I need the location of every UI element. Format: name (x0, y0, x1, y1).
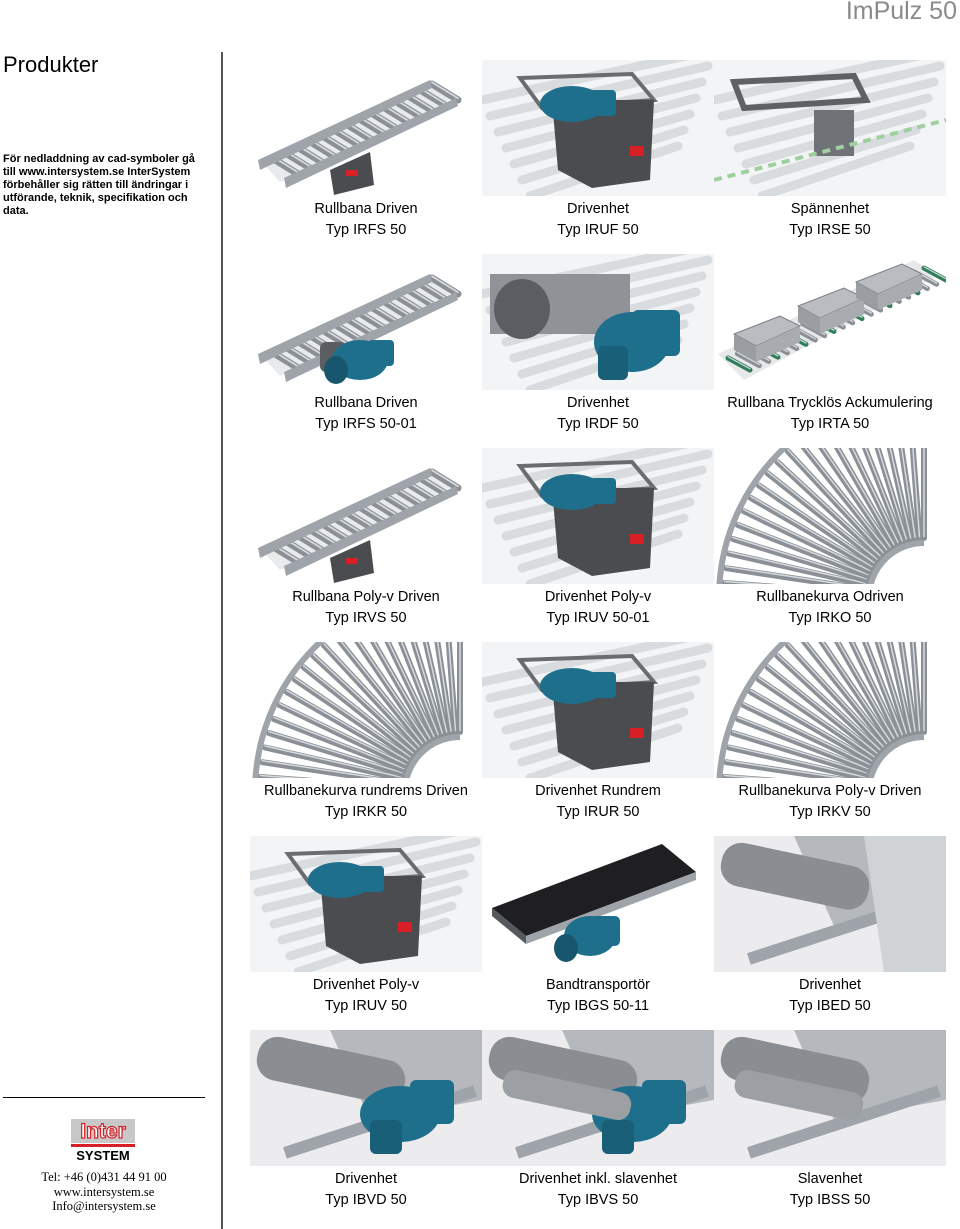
footer-divider (3, 1097, 205, 1098)
product-type: Typ IRUV 50 (324, 998, 408, 1014)
product-type: Typ IRUF 50 (557, 222, 639, 238)
product-name: Rullbana Driven (314, 395, 418, 411)
contact-website[interactable]: www.intersystem.se (53, 1184, 155, 1199)
product-illustration (714, 60, 946, 196)
product-type: Typ IRUV 50-01 (546, 610, 650, 626)
product-illustration (482, 254, 714, 390)
intersystem-logo: Inter SYSTEM (71, 1119, 135, 1163)
product-type: Typ IRSE 50 (789, 222, 871, 238)
product-type: Typ IRFS 50 (325, 222, 407, 238)
product-name: Rullbanekurva rundrems Driven (264, 783, 468, 799)
download-note: För nedladdning av cad-symboler gå till … (3, 153, 195, 217)
product-type: Typ IRKO 50 (788, 610, 872, 626)
contact-email[interactable]: Info@intersystem.se (52, 1199, 156, 1213)
page-title: Produkter (3, 52, 99, 77)
product-type: Typ IRTA 50 (790, 416, 870, 432)
product-name: Drivenhet Poly-v (544, 589, 652, 605)
product-illustration (482, 60, 714, 196)
product-type: Typ IBVD 50 (325, 1192, 407, 1208)
product-name: Drivenhet (798, 977, 862, 993)
product-name: Drivenhet (566, 201, 630, 217)
contact-phone: Tel: +46 (0)431 44 91 00 (41, 1170, 167, 1184)
product-name: Rullbanekurva Poly-v Driven (738, 783, 922, 799)
brand-title: ImPulz 50 (845, 0, 957, 25)
product-type: Typ IRUR 50 (556, 804, 640, 820)
product-type: Typ IBSS 50 (789, 1192, 871, 1208)
product-name: Rullbana Driven (314, 201, 418, 217)
product-name: Spännenhet (790, 201, 870, 217)
contact-block: Tel: +46 (0)431 44 91 00 www.intersystem… (4, 1170, 204, 1214)
product-illustration (714, 448, 946, 584)
product-type: Typ IRKR 50 (324, 804, 408, 820)
product-type: Typ IBED 50 (789, 998, 871, 1014)
product-type: Typ IRKV 50 (789, 804, 871, 820)
product-illustration (482, 836, 714, 972)
product-illustration (482, 1030, 714, 1166)
product-type: Typ IRFS 50-01 (315, 416, 417, 432)
product-type: Typ IRDF 50 (557, 416, 639, 432)
product-illustration (714, 1030, 946, 1166)
product-type: Typ IBGS 50-11 (546, 998, 650, 1014)
svg-text:Inter: Inter (80, 1120, 126, 1143)
product-name: Drivenhet (566, 395, 630, 411)
product-name: Drivenhet (334, 1171, 398, 1187)
product-illustration (714, 254, 946, 390)
product-name: Drivenhet Rundrem (535, 783, 661, 799)
product-illustration (250, 448, 482, 584)
product-illustration (250, 836, 482, 972)
product-illustration (250, 60, 482, 196)
product-illustration (714, 642, 946, 778)
product-illustration (482, 448, 714, 584)
product-name: Rullbana Poly-v Driven (292, 589, 440, 605)
product-illustration (482, 642, 714, 778)
product-name: Drivenhet Poly-v (312, 977, 420, 993)
product-illustration (250, 254, 482, 390)
product-name: Slavenhet (797, 1171, 863, 1187)
product-name: Rullbanekurva Odriven (756, 589, 904, 605)
sidebar-divider (221, 52, 223, 1229)
product-name: Rullbana Trycklös Ackumulering (727, 395, 933, 411)
product-illustration (250, 642, 482, 778)
product-type: Typ IBVS 50 (557, 1192, 639, 1208)
product-illustration (250, 1030, 482, 1166)
product-name: Drivenhet inkl. slavenhet (519, 1171, 677, 1187)
product-name: Bandtransportör (546, 977, 650, 993)
product-type: Typ IRVS 50 (325, 610, 407, 626)
svg-text:SYSTEM: SYSTEM (76, 1148, 129, 1161)
product-illustration (714, 836, 946, 972)
